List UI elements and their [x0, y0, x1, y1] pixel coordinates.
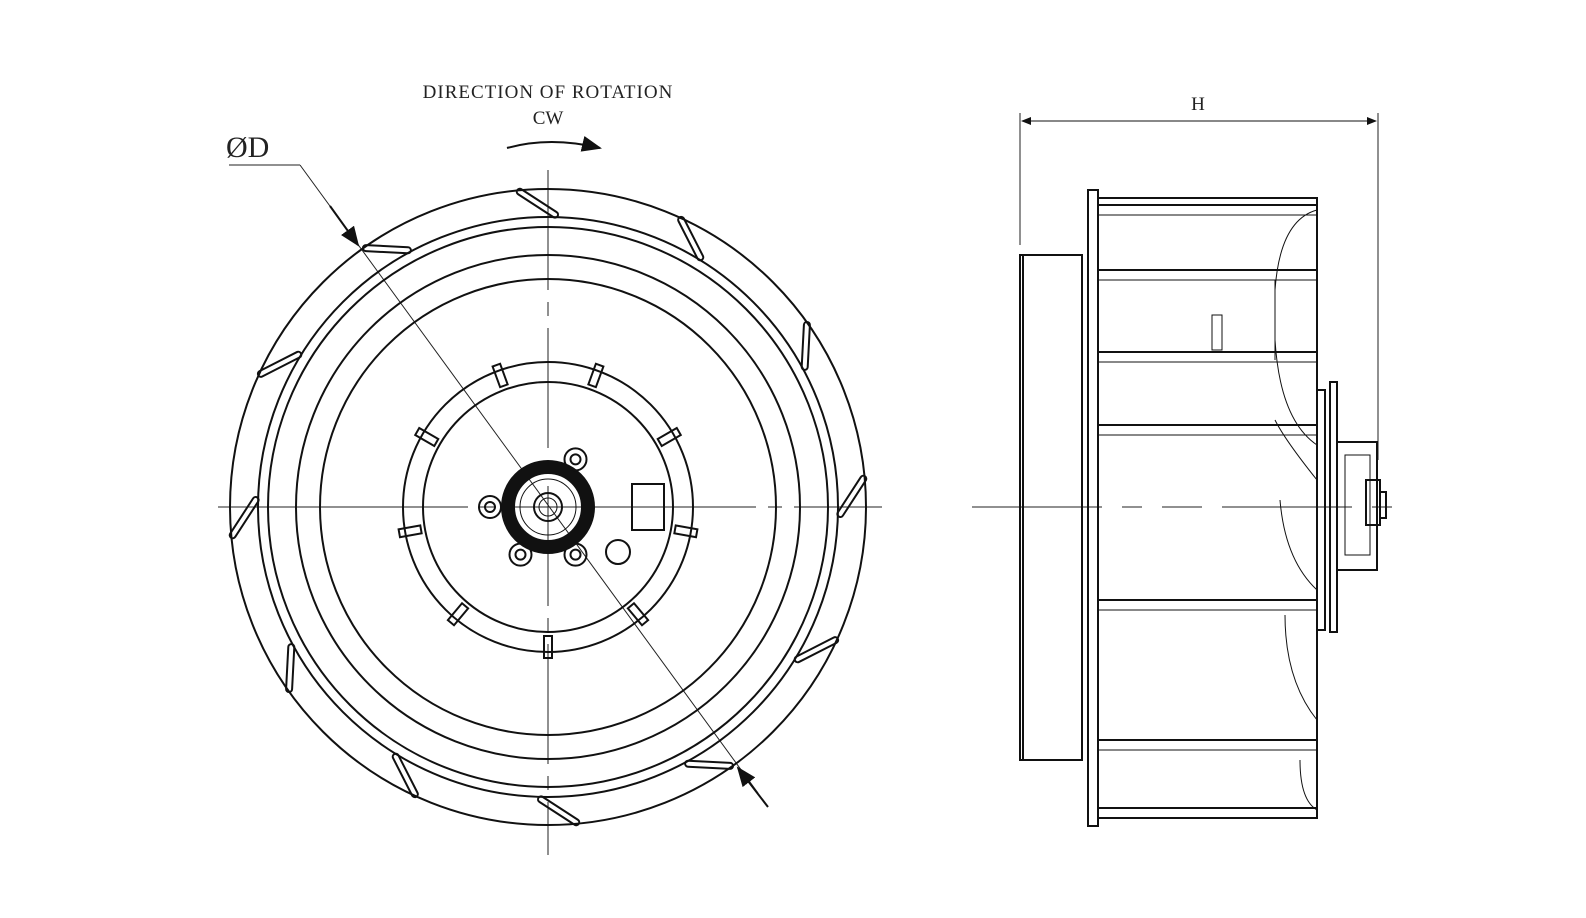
blade [684, 759, 735, 770]
mounting-lug [563, 447, 588, 472]
mounting-lugs [478, 447, 588, 567]
blade [228, 495, 260, 540]
shaft-ring [519, 478, 577, 536]
diameter-arrow-bottom [736, 766, 769, 808]
blade-curve-5 [1299, 759, 1318, 811]
shaft-bore [538, 497, 558, 517]
hub-tab [397, 524, 423, 539]
mounting-hole-icon [569, 453, 582, 466]
blade [256, 350, 303, 378]
blade [285, 643, 296, 694]
blade-curve-4 [1284, 614, 1318, 721]
hub-tab [587, 362, 605, 389]
height-label: H [1191, 94, 1205, 115]
mounting-lug [478, 495, 502, 519]
direction-of-rotation-label: DIRECTION OF ROTATION [423, 82, 674, 103]
blade [391, 752, 419, 799]
blade [677, 215, 705, 262]
blade [536, 795, 581, 827]
hub-tab [491, 362, 509, 389]
hub-tab [413, 426, 440, 448]
blade [836, 474, 868, 519]
rotation-arrow-icon [506, 136, 602, 152]
hub-tab [446, 601, 470, 627]
side-blades [1098, 204, 1317, 819]
side-view: H [972, 94, 1400, 827]
hub-tab [656, 426, 683, 448]
mounting-hole-icon [569, 548, 582, 561]
inlet-ring-outer [267, 226, 829, 788]
diameter-label: ØD [226, 131, 269, 164]
cable-gland-icon [605, 539, 631, 565]
hub-tabs [397, 362, 699, 659]
blade-curve-1 [1274, 209, 1318, 446]
hub-inner-circle [422, 381, 674, 633]
blade [800, 320, 811, 371]
front-flange [1087, 189, 1099, 827]
mounting-lug [508, 542, 533, 567]
blade [361, 244, 412, 255]
inner-shroud-circle [257, 216, 839, 798]
shaft-icon [533, 492, 563, 522]
outer-shroud-circle [229, 188, 867, 826]
impeller-body [1097, 197, 1318, 819]
mounting-lug [563, 542, 588, 567]
front-view [218, 170, 882, 855]
blade [515, 187, 560, 219]
connector-box [631, 483, 665, 531]
blade-curve-2 [1274, 419, 1318, 481]
blade [793, 636, 840, 664]
inlet-ring-inner [319, 278, 777, 736]
rotation-cw-label: CW [533, 108, 564, 129]
mounting-hole-icon [514, 548, 527, 561]
inlet-cone [1019, 254, 1083, 761]
motor-body [1336, 441, 1378, 571]
motor-inner [1344, 454, 1371, 556]
blade-strut [1211, 314, 1223, 351]
motor-ring [501, 460, 595, 554]
diameter-arrow-top [329, 205, 360, 247]
hub-tab [543, 635, 553, 659]
hub-outer-circle [402, 361, 694, 653]
motor-plate [1316, 389, 1326, 631]
inlet-ring-middle [295, 254, 801, 760]
blade-curve-3 [1279, 499, 1318, 591]
hub-tab [673, 524, 699, 539]
mounting-hole-icon [484, 501, 496, 513]
shaft-end [1379, 491, 1387, 519]
hub-tab [626, 601, 650, 627]
blades [228, 187, 868, 827]
